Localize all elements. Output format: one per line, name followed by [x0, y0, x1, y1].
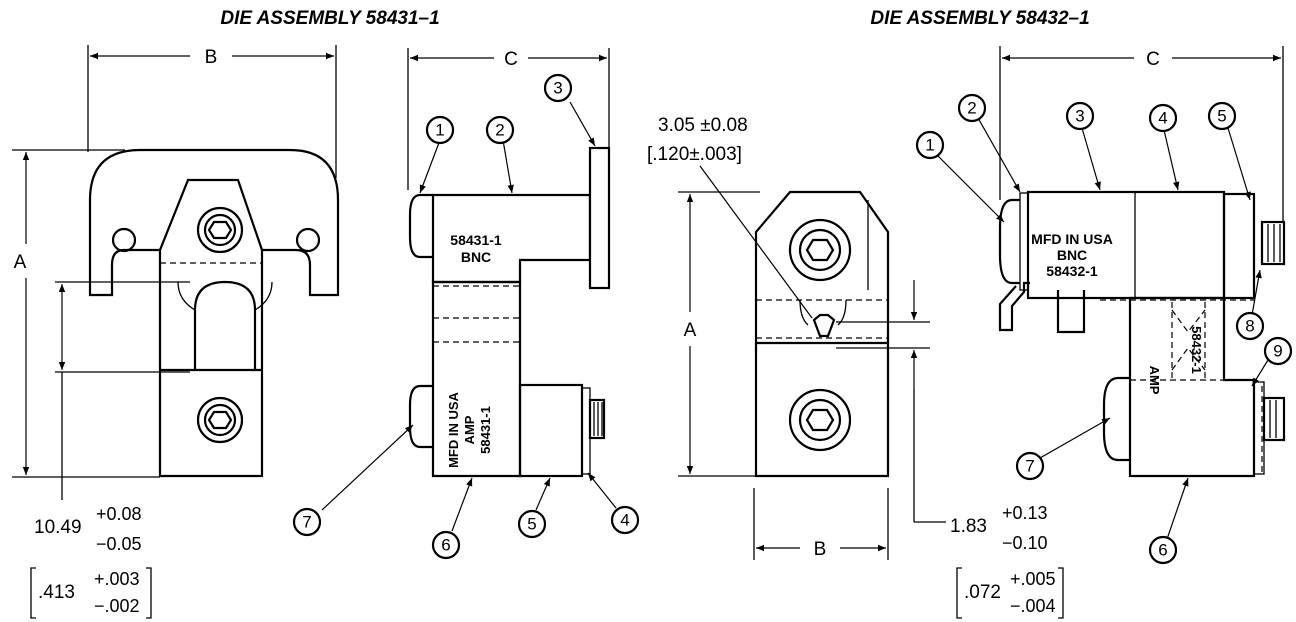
tolerance-left: 10.49 +0.08 −0.05 .413 +.003 −.002 — [30, 504, 152, 619]
callout-right-1: 1 — [915, 130, 945, 160]
tolerance-right: 1.83 +0.13 −0.10 .072 +.005 −.004 — [950, 503, 1064, 619]
dim-b-right: B — [814, 539, 827, 560]
svg-text:3: 3 — [1075, 107, 1084, 126]
callout-right-3: 3 — [1065, 101, 1095, 131]
tol-left-minus-mm: −0.05 — [96, 534, 142, 554]
svg-text:8: 8 — [1245, 317, 1254, 336]
svg-text:2: 2 — [967, 99, 976, 118]
mark-left-side-3: 58431-1 — [478, 406, 493, 454]
right-side-view: C MFD IN USA BNC — [935, 46, 1286, 543]
callout-left-7: 7 — [292, 507, 322, 537]
svg-text:7: 7 — [1025, 457, 1034, 476]
svg-text:7: 7 — [302, 513, 311, 532]
tol-right-plus-in: +.005 — [1010, 569, 1056, 589]
mark-right-side-1: AMP — [1147, 366, 1162, 395]
svg-text:2: 2 — [495, 121, 504, 140]
svg-text:5: 5 — [527, 515, 536, 534]
svg-text:5: 5 — [1217, 107, 1226, 126]
mark-right-top-1: MFD IN USA — [1031, 231, 1113, 247]
mark-right-side-2: 58432-1 — [1189, 326, 1204, 374]
left-callouts: 1 2 3 4 5 6 7 — [292, 73, 640, 560]
callout-right-7: 7 — [1015, 451, 1045, 481]
tol-right-plus-mm: +0.13 — [1002, 503, 1048, 523]
callout-right-5: 5 — [1207, 101, 1237, 131]
svg-text:9: 9 — [1273, 342, 1282, 361]
callout-left-3: 3 — [543, 73, 573, 103]
right-callouts: 1 2 3 4 5 6 7 8 9 — [915, 93, 1293, 565]
callout-left-2: 2 — [485, 115, 515, 145]
mark-left-top-1: 58431-1 — [450, 232, 502, 248]
callout-right-8: 8 — [1235, 311, 1265, 341]
tol-left-nominal-mm: 10.49 — [34, 517, 82, 538]
callout-left-4: 4 — [610, 505, 640, 535]
svg-text:4: 4 — [620, 511, 629, 530]
svg-text:4: 4 — [1158, 109, 1167, 128]
callout-right-6: 6 — [1148, 535, 1178, 565]
mark-left-side-1: MFD IN USA — [446, 391, 461, 467]
tol-left-plus-in: +.003 — [94, 569, 140, 589]
dim-c-right: C — [1146, 49, 1160, 70]
mark-left-top-2: BNC — [461, 249, 491, 265]
dim-a-left: A — [14, 252, 27, 273]
left-side-view: C 58431-1 BNC MFD IN USA AMP 58431-1 — [321, 48, 617, 532]
tol-mid-in: [.120±.003] — [647, 144, 742, 165]
dim-a-right: A — [684, 320, 697, 341]
right-title: DIE ASSEMBLY 58432–1 — [870, 8, 1089, 29]
tol-right-minus-mm: −0.10 — [1002, 533, 1048, 553]
svg-text:6: 6 — [1158, 541, 1167, 560]
dim-c-left: C — [504, 49, 518, 70]
mark-right-top-3: 58432-1 — [1046, 263, 1098, 279]
left-title: DIE ASSEMBLY 58431–1 — [220, 8, 439, 29]
tol-right-nominal-mm: 1.83 — [950, 516, 987, 537]
dim-b-left: B — [205, 47, 218, 68]
callout-left-6: 6 — [431, 530, 461, 560]
svg-text:1: 1 — [925, 136, 934, 155]
tol-right-nominal-in: .072 — [964, 582, 1001, 603]
tol-right-minus-in: −.004 — [1010, 596, 1056, 616]
tol-left-nominal-in: .413 — [38, 582, 75, 603]
svg-text:6: 6 — [441, 536, 450, 555]
tol-mid-mm: 3.05 ±0.08 — [658, 115, 748, 136]
mark-left-side-2: AMP — [462, 415, 477, 444]
svg-text:1: 1 — [435, 121, 444, 140]
callout-left-5: 5 — [517, 509, 547, 539]
callout-left-1: 1 — [425, 115, 455, 145]
mark-right-top-2: BNC — [1057, 247, 1087, 263]
callout-right-4: 4 — [1148, 103, 1178, 133]
callout-right-2: 2 — [957, 93, 987, 123]
right-front-view: 3.05 ±0.08 [.120±.003] A — [647, 115, 946, 560]
tol-left-minus-in: −.002 — [94, 596, 140, 616]
tol-left-plus-mm: +0.08 — [96, 504, 142, 524]
left-front-view: B A — [12, 45, 340, 500]
svg-text:3: 3 — [553, 79, 562, 98]
callout-right-9: 9 — [1263, 336, 1293, 366]
